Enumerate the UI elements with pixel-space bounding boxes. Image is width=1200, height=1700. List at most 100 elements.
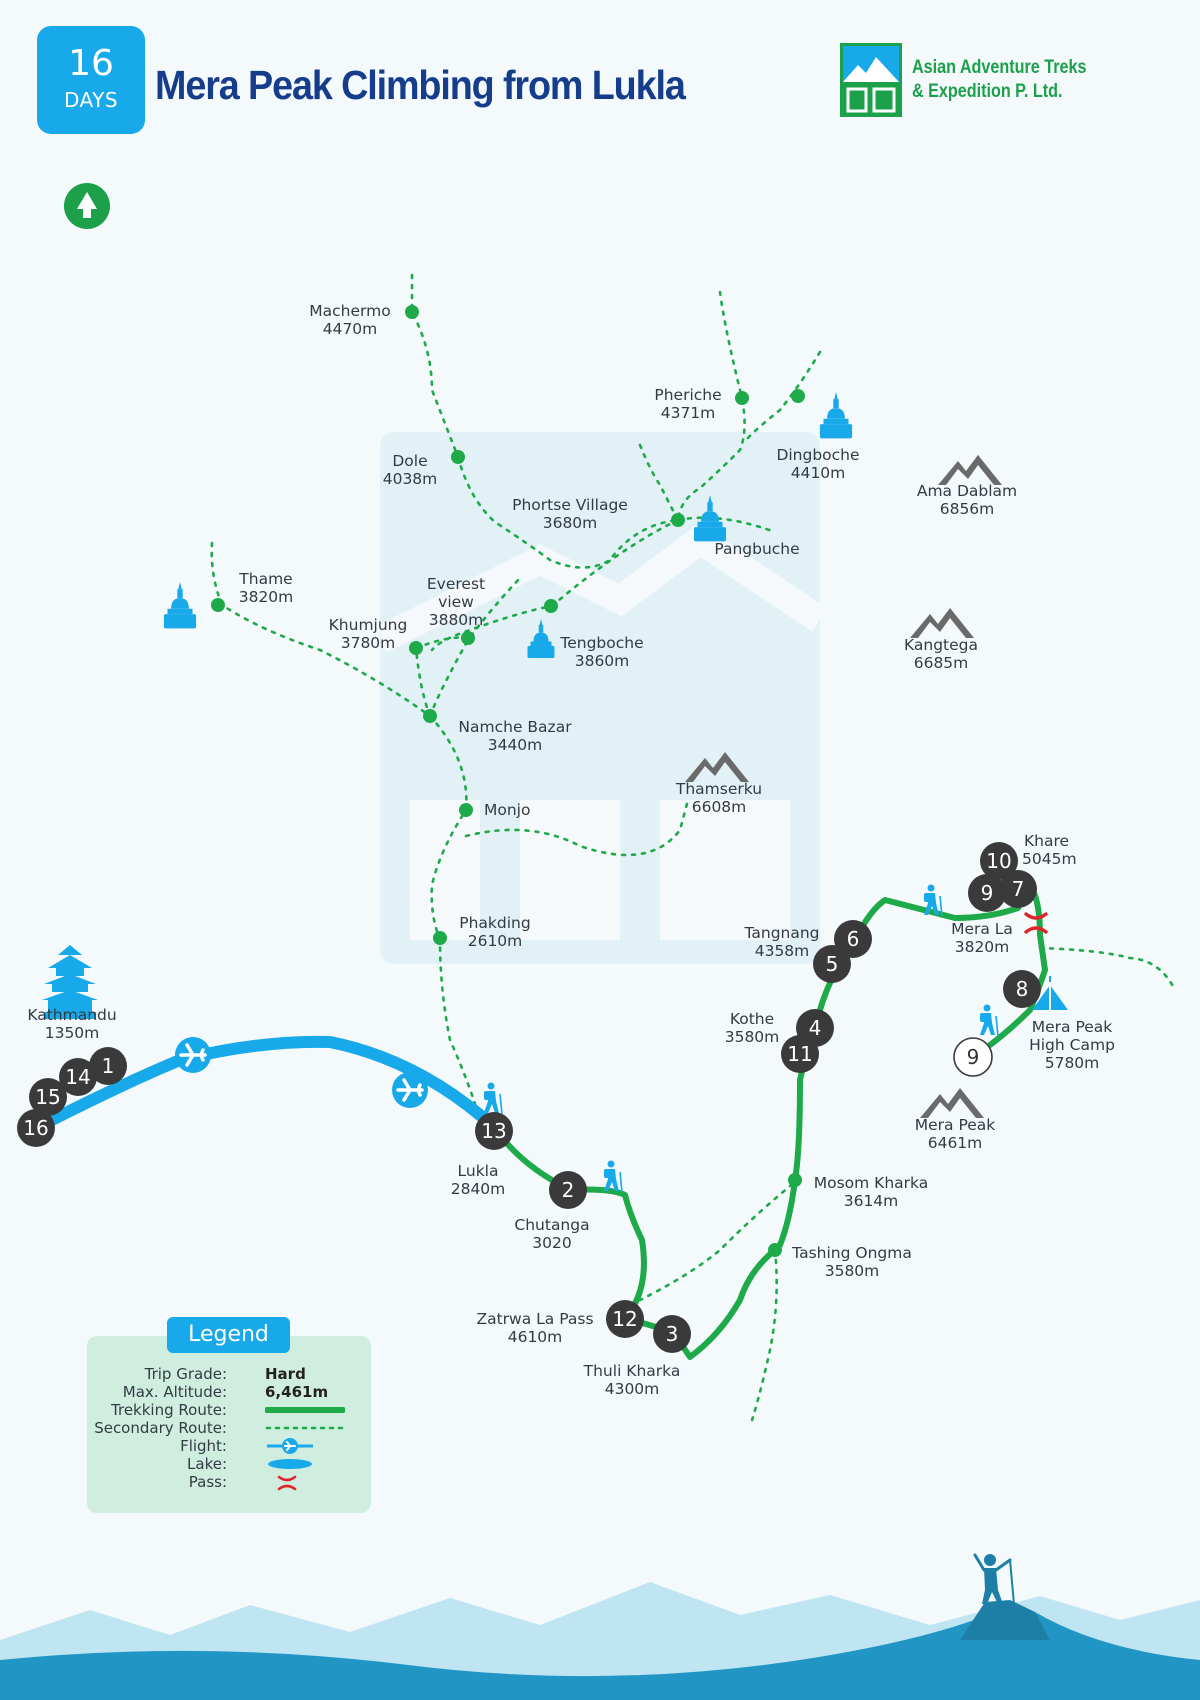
day-marker-16: 16 <box>17 1109 55 1147</box>
label-machermo-alt: 4470m <box>323 320 378 338</box>
label-merala: Mera La <box>951 920 1013 938</box>
secondary-route-swatch <box>265 1426 345 1430</box>
waypoint-mosom <box>788 1173 802 1187</box>
svg-text:6: 6 <box>847 927 860 951</box>
label-kothe-alt: 3580m <box>725 1028 780 1046</box>
label-dole-alt: 4038m <box>383 470 438 488</box>
trekking-route-swatch <box>265 1407 345 1413</box>
legend-trip-grade-value: Hard <box>265 1365 306 1383</box>
legend-panel <box>87 1336 371 1513</box>
label-thame: Thame <box>238 570 292 588</box>
hiker-icon <box>483 1082 503 1114</box>
svg-text:5: 5 <box>826 952 839 976</box>
label-thuli-alt: 4300m <box>605 1380 660 1398</box>
airplane-icon <box>173 1035 213 1075</box>
label-kathmandu: Kathmandu <box>27 1006 116 1024</box>
label-tengboche-alt: 3860m <box>575 652 630 670</box>
waypoint-dots <box>211 305 805 1257</box>
waypoint-pheriche <box>735 391 749 405</box>
label-khare-alt: 5045m <box>1022 850 1077 868</box>
legend-row-flight: Flight: <box>87 1437 371 1455</box>
label-dingboche-alt: 4410m <box>791 464 846 482</box>
label-khare: Khare <box>1024 832 1069 850</box>
legend-row-trip-grade: Trip Grade: Hard <box>87 1365 371 1383</box>
label-mera-peak-alt: 6461m <box>928 1134 983 1152</box>
label-highcamp-1: Mera Peak <box>1032 1018 1113 1036</box>
label-tashing: Tashing Ongma <box>791 1244 912 1262</box>
days-number: 16 <box>68 43 114 84</box>
label-mera-peak: Mera Peak <box>915 1116 996 1134</box>
waypoint-monjo <box>459 803 473 817</box>
label-chutanga-alt: 3020 <box>532 1234 571 1252</box>
label-zatrwa-alt: 4610m <box>508 1328 563 1346</box>
label-namche: Namche Bazar <box>458 718 572 736</box>
day-marker-8: 8 <box>1003 970 1041 1008</box>
days-word: DAYS <box>63 88 119 112</box>
trail-mosom-zatrwa <box>638 1176 802 1302</box>
trail-dingboche <box>746 350 822 440</box>
hiker-icon <box>979 1004 999 1036</box>
day-marker-5: 5 <box>813 945 851 983</box>
label-ama-dablam: Ama Dablam <box>917 482 1017 500</box>
day-marker-3: 3 <box>653 1315 691 1353</box>
svg-text:16: 16 <box>23 1116 48 1140</box>
label-khumjung: Khumjung <box>329 616 408 634</box>
label-kangtega: Kangtega <box>904 636 978 654</box>
label-phakding-alt: 2610m <box>468 932 523 950</box>
svg-text:12: 12 <box>612 1307 637 1331</box>
trail-namche-khumjung <box>414 646 432 718</box>
day-marker-14: 14 <box>59 1058 97 1096</box>
svg-text:3: 3 <box>666 1322 679 1346</box>
page-title: Mera Peak Climbing from Lukla <box>155 62 686 108</box>
waypoint-pangbuche <box>671 513 685 527</box>
label-kathmandu-alt: 1350m <box>45 1024 100 1042</box>
label-everest-view-alt: 3880m <box>429 611 484 629</box>
legend-lake-label: Lake: <box>187 1455 227 1473</box>
legend-trekking-route-label: Trekking Route: <box>111 1401 227 1419</box>
day-marker-15: 15 <box>29 1078 67 1116</box>
trail-everest-view <box>428 576 522 718</box>
svg-text:11: 11 <box>787 1042 812 1066</box>
trail-thame <box>210 541 432 718</box>
day-marker-2: 2 <box>549 1171 587 1209</box>
waypoint-phakding <box>433 931 447 945</box>
days-badge: 16 DAYS <box>37 26 145 134</box>
label-tangnang: Tangnang <box>743 924 819 942</box>
day-marker-1: 1 <box>89 1047 127 1085</box>
trail-pangbuche-east <box>676 516 777 534</box>
label-ama-dablam-alt: 6856m <box>940 500 995 518</box>
label-pheriche: Pheriche <box>654 386 721 404</box>
day-marker-9: 9 <box>968 874 1006 912</box>
waypoint-tengboche <box>544 599 558 613</box>
label-namche-alt: 3440m <box>488 736 543 754</box>
waypoint-namche <box>423 709 437 723</box>
svg-text:8: 8 <box>1016 977 1029 1001</box>
waypoint-dole <box>451 450 465 464</box>
trail-to-tengboche <box>430 518 680 652</box>
lake-icon <box>268 1459 312 1469</box>
label-phakding: Phakding <box>459 914 530 932</box>
day-marker-6: 6 <box>834 920 872 958</box>
label-dingboche: Dingboche <box>776 446 859 464</box>
stupa-icon <box>163 582 197 629</box>
label-mosom: Mosom Kharka <box>814 1174 929 1192</box>
svg-text:15: 15 <box>35 1085 60 1109</box>
tent-icon <box>1032 976 1068 1010</box>
waypoint-tashing <box>768 1243 782 1257</box>
label-machermo: Machermo <box>309 302 390 320</box>
waypoint-khumjung <box>409 641 423 655</box>
legend-row-trekking-route: Trekking Route: <box>87 1401 371 1419</box>
day-marker-13: 13 <box>475 1112 513 1150</box>
label-kangtega-alt: 6685m <box>914 654 969 672</box>
svg-text:9: 9 <box>981 881 994 905</box>
legend-row-secondary-route: Secondary Route: <box>87 1419 371 1437</box>
svg-text:1: 1 <box>102 1054 115 1078</box>
day-marker-9-summit: 9 <box>953 1037 993 1077</box>
company-logo <box>840 43 902 117</box>
legend-row-lake: Lake: <box>87 1455 371 1473</box>
trail-thamserku <box>464 798 690 857</box>
svg-text:4: 4 <box>809 1016 822 1040</box>
label-monjo: Monjo <box>484 801 530 819</box>
pass-icon <box>1024 912 1048 934</box>
